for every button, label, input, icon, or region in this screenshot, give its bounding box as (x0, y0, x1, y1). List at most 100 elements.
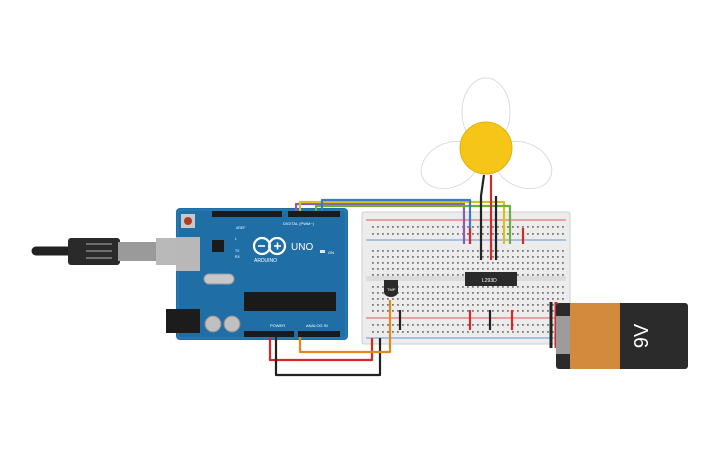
breadboard-hole (517, 324, 519, 326)
breadboard-hole (397, 226, 399, 228)
breadboard-hole (552, 286, 554, 288)
breadboard-hole (452, 226, 454, 228)
breadboard-hole (432, 286, 434, 288)
breadboard-hole (427, 268, 429, 270)
breadboard-hole (417, 310, 419, 312)
breadboard-hole (427, 298, 429, 300)
breadboard-hole (417, 233, 419, 235)
breadboard-hole (447, 256, 449, 258)
breadboard-hole (507, 331, 509, 333)
breadboard-hole (537, 262, 539, 264)
breadboard-hole (497, 250, 499, 252)
breadboard-hole (452, 286, 454, 288)
breadboard-hole (402, 226, 404, 228)
breadboard-hole (422, 256, 424, 258)
breadboard-hole (552, 274, 554, 276)
breadboard-hole (382, 286, 384, 288)
breadboard-hole (437, 262, 439, 264)
breadboard-hole (412, 298, 414, 300)
arduino-board[interactable]: UNO ARDUINO DIGITAL (PWM~) POWER ANALOG … (166, 208, 348, 340)
breadboard-hole (387, 298, 389, 300)
breadboard-hole (392, 324, 394, 326)
breadboard-hole (502, 268, 504, 270)
breadboard-hole (467, 292, 469, 294)
wire-purple[interactable] (294, 202, 466, 244)
breadboard-hole (397, 304, 399, 306)
breadboard-hole (422, 331, 424, 333)
breadboard-hole (542, 233, 544, 235)
breadboard-hole (392, 274, 394, 276)
usb-jack (176, 237, 200, 271)
breadboard-hole (372, 310, 374, 312)
breadboard-hole (497, 304, 499, 306)
breadboard-hole (447, 274, 449, 276)
breadboard-hole (517, 274, 519, 276)
breadboard-hole (437, 250, 439, 252)
reset-button-cap[interactable] (184, 217, 192, 225)
breadboard-hole (402, 256, 404, 258)
breadboard-hole (452, 292, 454, 294)
breadboard-hole (547, 286, 549, 288)
breadboard-hole (487, 331, 489, 333)
breadboard-hole (562, 274, 564, 276)
dc-motor-fan[interactable] (414, 77, 560, 198)
breadboard-hole (482, 324, 484, 326)
power-header (244, 331, 294, 337)
breadboard-hole (527, 268, 529, 270)
breadboard-hole (472, 304, 474, 306)
breadboard-hole (442, 226, 444, 228)
breadboard-hole (552, 233, 554, 235)
breadboard-hole (387, 331, 389, 333)
breadboard-hole (457, 250, 459, 252)
breadboard-hole (437, 331, 439, 333)
breadboard-hole (487, 268, 489, 270)
usb-cable[interactable] (31, 238, 184, 265)
wire-5v-red[interactable] (268, 337, 374, 362)
wire-green[interactable] (314, 204, 512, 244)
breadboard-hole (487, 256, 489, 258)
breadboard-hole (552, 226, 554, 228)
breadboard-hole (547, 331, 549, 333)
breadboard-hole (457, 274, 459, 276)
battery-9v[interactable]: 9V (556, 303, 688, 369)
breadboard-hole (447, 310, 449, 312)
breadboard-hole (417, 250, 419, 252)
wire-motor-black[interactable] (479, 174, 486, 260)
breadboard-hole (532, 233, 534, 235)
breadboard-hole (522, 324, 524, 326)
breadboard-hole (442, 286, 444, 288)
tx-label: TX (235, 249, 240, 253)
breadboard-hole (507, 250, 509, 252)
wire-gnd-black[interactable] (274, 337, 382, 377)
breadboard-hole (562, 256, 564, 258)
breadboard-hole (402, 298, 404, 300)
breadboard-hole (467, 250, 469, 252)
breadboard-hole (447, 286, 449, 288)
breadboard-hole (422, 286, 424, 288)
breadboard-hole (467, 298, 469, 300)
breadboard-hole (512, 226, 514, 228)
breadboard-hole (517, 233, 519, 235)
wire-analog-orange[interactable] (298, 300, 392, 354)
breadboard-hole (442, 274, 444, 276)
breadboard-hole (482, 262, 484, 264)
breadboard-hole (392, 268, 394, 270)
breadboard-hole (497, 298, 499, 300)
breadboard-hole (382, 298, 384, 300)
breadboard-hole (387, 226, 389, 228)
breadboard-hole (417, 304, 419, 306)
breadboard-hole (512, 304, 514, 306)
breadboard-hole (427, 274, 429, 276)
breadboard-hole (492, 262, 494, 264)
digital-header-left (212, 211, 282, 217)
motor-driver-chip[interactable]: L293D (465, 272, 517, 286)
wire-yellow[interactable] (298, 200, 506, 244)
breadboard-hole (437, 304, 439, 306)
temperature-sensor[interactable]: TMP (384, 280, 398, 297)
wire-blue[interactable] (320, 198, 472, 244)
breadboard-hole (472, 331, 474, 333)
breadboard-hole (557, 262, 559, 264)
breadboard-hole (542, 256, 544, 258)
atmega-chip (244, 292, 336, 311)
breadboard-hole (402, 292, 404, 294)
